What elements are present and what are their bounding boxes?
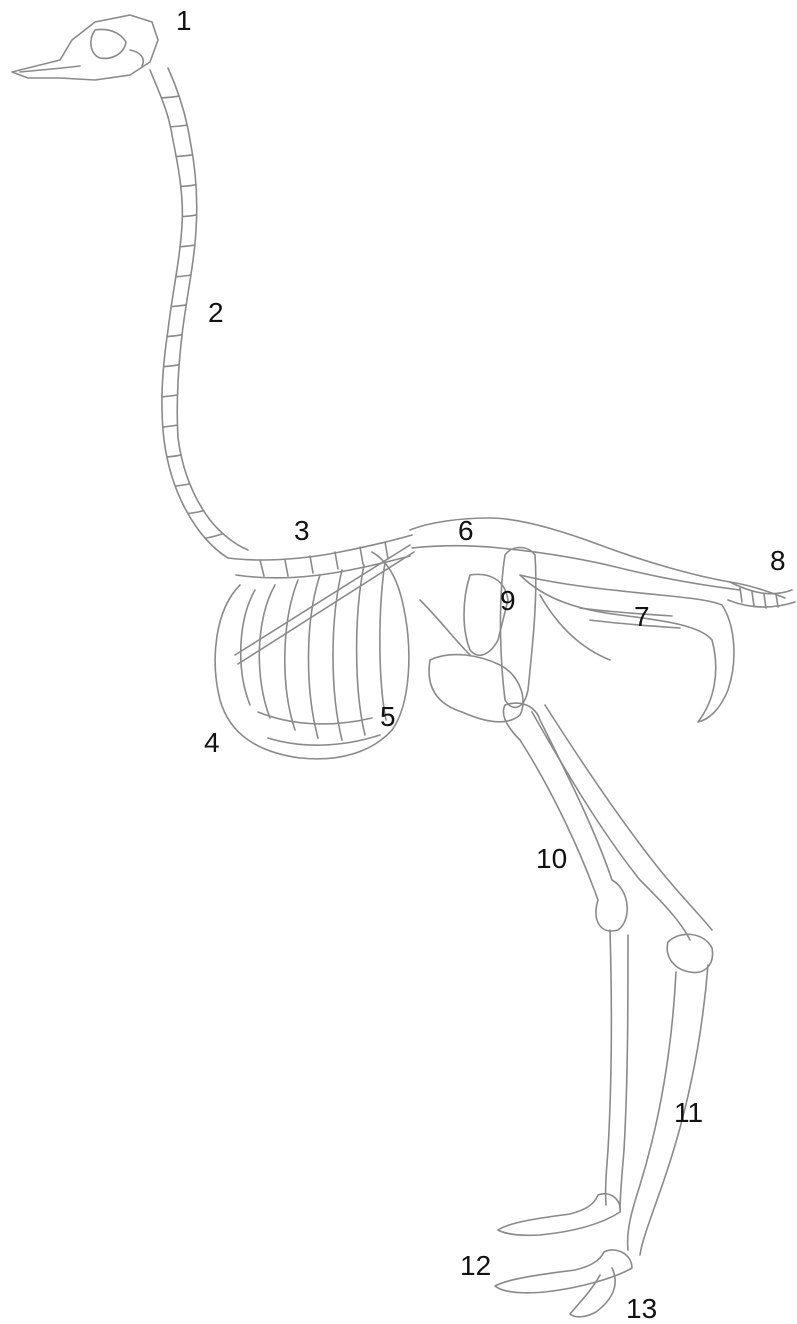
skull bbox=[12, 15, 158, 80]
vertebra-segment bbox=[181, 185, 196, 187]
vertebra-segment bbox=[175, 484, 189, 486]
vertebra-segment bbox=[180, 245, 195, 247]
label-9: 9 bbox=[500, 585, 516, 616]
vertebra-segment bbox=[167, 335, 182, 337]
tarsometatarsus bbox=[606, 930, 713, 1255]
label-6: 6 bbox=[458, 515, 474, 546]
vertebra-segment bbox=[176, 275, 191, 277]
label-1: 1 bbox=[176, 5, 192, 36]
vertebra-segment bbox=[164, 365, 180, 367]
label-7: 7 bbox=[634, 601, 650, 632]
vertebra-segment bbox=[170, 125, 187, 127]
vertebra-segment bbox=[171, 305, 186, 307]
label-2: 2 bbox=[208, 297, 224, 328]
vertebra-segment bbox=[205, 534, 223, 539]
label-13: 13 bbox=[626, 1293, 657, 1324]
vertebra-segment bbox=[188, 511, 204, 514]
vertebra-segment bbox=[161, 96, 179, 98]
vertebra-segment bbox=[176, 155, 192, 157]
vertebra-segment bbox=[182, 215, 196, 217]
feet bbox=[495, 1194, 632, 1317]
pelvis bbox=[410, 518, 785, 722]
label-5: 5 bbox=[380, 701, 396, 732]
label-11: 11 bbox=[674, 1097, 703, 1128]
label-4: 4 bbox=[204, 727, 220, 758]
tibiotarsus bbox=[503, 703, 712, 940]
label-8: 8 bbox=[770, 545, 786, 576]
label-10: 10 bbox=[536, 843, 567, 874]
label-12: 12 bbox=[460, 1250, 491, 1281]
vertebra-segment bbox=[162, 395, 178, 397]
vertebra-segment bbox=[167, 455, 181, 457]
vertebra-segment bbox=[163, 425, 178, 427]
label-3: 3 bbox=[294, 515, 310, 546]
neck-vertebrae bbox=[150, 68, 248, 558]
labels: 1 2 3 4 5 6 7 8 9 10 11 12 13 bbox=[176, 5, 786, 1324]
tail-vertebrae bbox=[728, 582, 795, 608]
femur bbox=[420, 548, 536, 722]
